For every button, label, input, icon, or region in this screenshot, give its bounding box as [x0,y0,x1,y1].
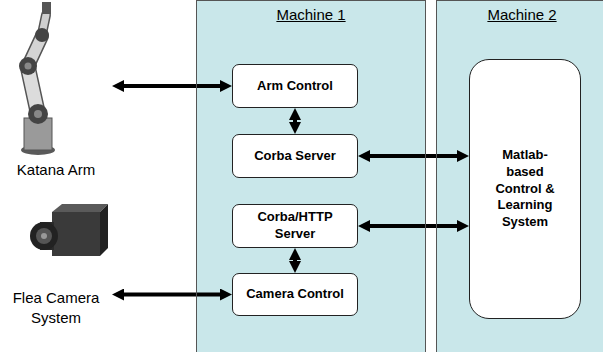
data-link-arrow [293,117,297,125]
box-label: Camera Control [246,286,344,303]
panel-title: Machine 2 [437,6,603,23]
device-figure: Katana Arm [0,0,112,180]
device-label: Flea Camera System [6,288,106,327]
data-link-arrow [293,257,297,264]
box-label: Arm Control [257,78,333,95]
panel-title: Machine 1 [197,6,425,23]
machine-panel: Machine 1 Arm ControlCorba ServerCorba/HT… [196,0,426,352]
process-box: Corba Server [232,134,358,178]
machine-panel: Machine 2 Matlab- based Control & Learnin… [436,0,603,352]
data-link-arrow [367,154,460,158]
box-label: Corba Server [254,148,336,165]
box-label: Corba/HTTP Server [248,209,343,243]
data-link-arrow [121,84,223,88]
process-box: Arm Control [232,64,358,108]
data-link-arrow [367,224,460,228]
process-box: Corba/HTTP Server [232,204,358,248]
device-figure: Flea Camera System [0,200,112,352]
camera-illustration [30,204,108,256]
data-link-arrow [121,293,223,297]
box-label: Matlab- based Control & Learning System [484,147,566,231]
robot-arm-illustration [19,2,55,155]
process-box: Matlab- based Control & Learning System [469,59,581,319]
device-label: Katana Arm [6,160,106,180]
process-box: Camera Control [232,273,358,316]
